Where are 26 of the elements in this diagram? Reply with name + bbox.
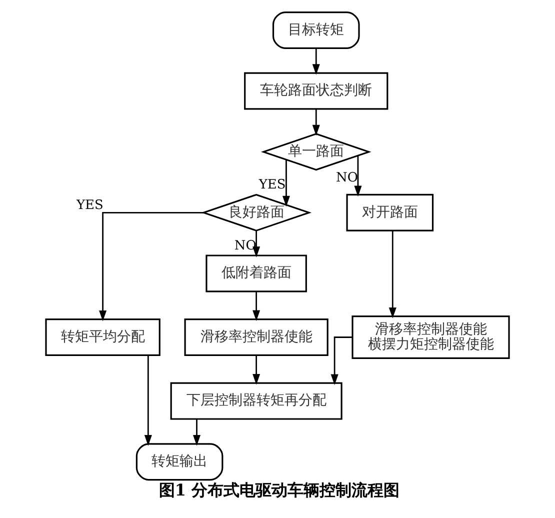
node-diamond: 单一路面 (260, 133, 372, 171)
arrow (354, 156, 362, 197)
arrow (252, 230, 260, 258)
node-box: 转矩输出 (136, 443, 224, 481)
caption: 图1 分布式电驱动车辆控制流程图 (158, 480, 400, 500)
edge-label: NO (336, 170, 358, 186)
arrow (282, 160, 290, 207)
arrow (312, 48, 320, 75)
node-box: 滑移率控制器使能 横摆力矩控制器使能 (352, 316, 510, 359)
node-box: 下层控制器转矩再分配 (170, 382, 342, 420)
node-box: 转矩平均分配 (45, 318, 160, 356)
edge-label: YES (258, 178, 286, 193)
node-box: 低附着路面 (206, 254, 307, 292)
arrow (388, 230, 396, 318)
arrow (252, 292, 260, 321)
node-box: 车轮路面状态判断 (244, 72, 388, 110)
arrow (192, 419, 201, 446)
arrow (144, 355, 152, 446)
node-box: 对开路面 (346, 194, 434, 232)
arrow (330, 336, 352, 386)
arrow (252, 355, 260, 385)
arrow (99, 212, 204, 322)
edge-label: YES (76, 198, 104, 214)
node-box: 滑移率控制器使能 (184, 318, 328, 356)
node-box: 目标转矩 (272, 11, 360, 49)
arrow (312, 109, 320, 136)
